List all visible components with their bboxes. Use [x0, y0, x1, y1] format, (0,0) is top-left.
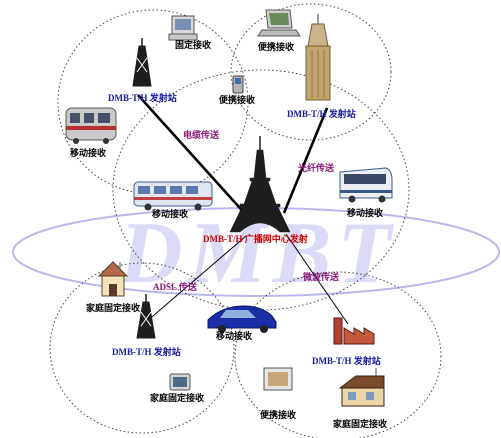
cable-link — [137, 94, 249, 218]
handheld-device-icon — [232, 75, 244, 94]
coverage-bottom-left — [49, 262, 235, 434]
coverage-middle — [112, 69, 410, 311]
mobile-receive-label-top-left: 移动接收 — [70, 147, 106, 158]
coverage-circles — [49, 3, 442, 438]
station-label-bottom-right: DMB-T/H 发射站 — [312, 355, 381, 366]
home-icon — [338, 368, 385, 407]
tv-icon — [169, 373, 191, 391]
skyscraper-icon — [305, 14, 331, 101]
fixed-receive-label: 固定接收 — [175, 39, 211, 50]
car-icon — [207, 305, 277, 333]
station-label-top-right: DMB-T/H 发射站 — [287, 108, 356, 119]
microwave-link — [285, 233, 349, 325]
coverage-top-right — [230, 3, 392, 141]
coverage-bottom-right — [234, 271, 442, 438]
portable-receive-label-top: 便携接收 — [258, 41, 294, 52]
home-fixed-receive-label-tv: 家庭固定接收 — [150, 392, 204, 403]
desktop-computer-icon — [168, 15, 198, 41]
transmission-links — [137, 94, 349, 325]
portable-receive-label-mid: 便携接收 — [219, 94, 255, 105]
adsl-link — [145, 235, 247, 323]
center-label: DMB-T/H 广播网中心发射 — [203, 233, 308, 244]
tower-icon — [136, 294, 156, 339]
fiber-link — [282, 107, 329, 214]
mobile-receive-label-car: 移动接收 — [216, 330, 252, 341]
portable-receive-label-bottom: 便携接收 — [260, 409, 296, 420]
monitor-icon — [263, 367, 293, 391]
microwave-link-label: 微波传送 — [302, 271, 340, 282]
mobile-receive-label-bus-right: 移动接收 — [347, 207, 383, 218]
station-building-icon — [333, 317, 375, 345]
adsl-link-label: ADSL 传送 — [153, 281, 198, 292]
cable-link-label: 电缆传送 — [183, 129, 220, 140]
coverage-top-left — [57, 9, 249, 195]
home-fixed-receive-label-left: 家庭固定接收 — [86, 302, 140, 313]
center-tower-icon — [229, 136, 291, 233]
coach-bus-icon — [339, 167, 393, 203]
mobile-receive-label-bus-left: 移动接收 — [152, 208, 188, 219]
home-fixed-receive-label-right: 家庭固定接收 — [333, 418, 387, 429]
house-icon — [97, 261, 129, 297]
fiber-link-label: 光纤传送 — [297, 162, 335, 173]
tower-icon — [132, 38, 152, 87]
station-label-top-left: DMB-T/H 发射站 — [108, 92, 177, 103]
station-label-bottom-left: DMB-T/H 发射站 — [112, 346, 181, 357]
bus-icon — [133, 181, 213, 211]
laptop-icon — [257, 9, 301, 37]
train-icon — [65, 107, 117, 144]
